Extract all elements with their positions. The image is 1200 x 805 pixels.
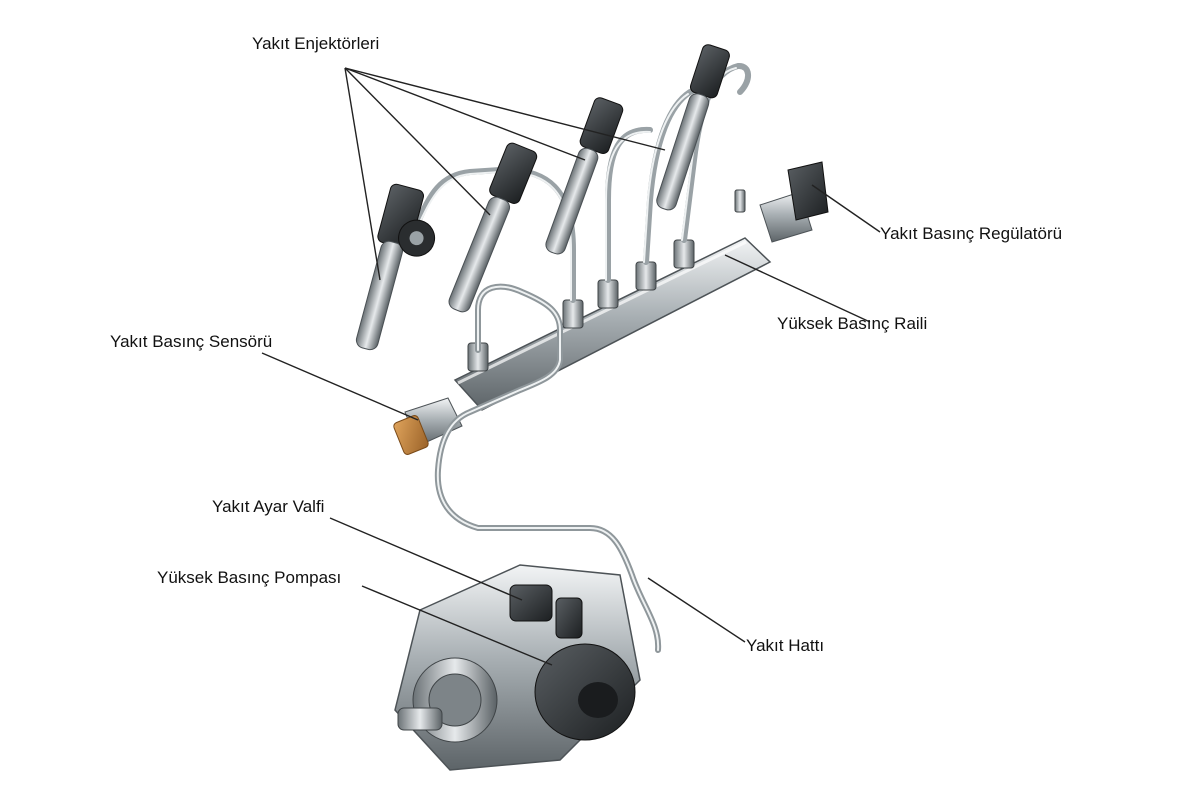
high-pressure-pump-label: Yüksek Basınç Pompası (157, 568, 342, 587)
pressure-regulator (759, 161, 829, 243)
metering-valve-label: Yakıt Ayar Valfi (212, 497, 325, 516)
high-pressure-pump (394, 564, 641, 771)
injectors-label: Yakıt Enjektörleri (252, 34, 380, 53)
pressure-sensor-label: Yakıt Basınç Sensörü (110, 332, 273, 351)
fuel-line-label: Yakıt Hattı (746, 636, 825, 655)
fuel-line (434, 283, 662, 653)
pressure-sensor (393, 397, 463, 455)
high-pressure-rail-label: Yüksek Basınç Raili (777, 314, 928, 333)
pressure-regulator-label: Yakıt Basınç Regülatörü (880, 224, 1063, 243)
high-pressure-rail (453, 189, 772, 411)
leader-lines (261, 67, 881, 666)
injectors (355, 44, 730, 351)
metering-valve (509, 584, 583, 639)
